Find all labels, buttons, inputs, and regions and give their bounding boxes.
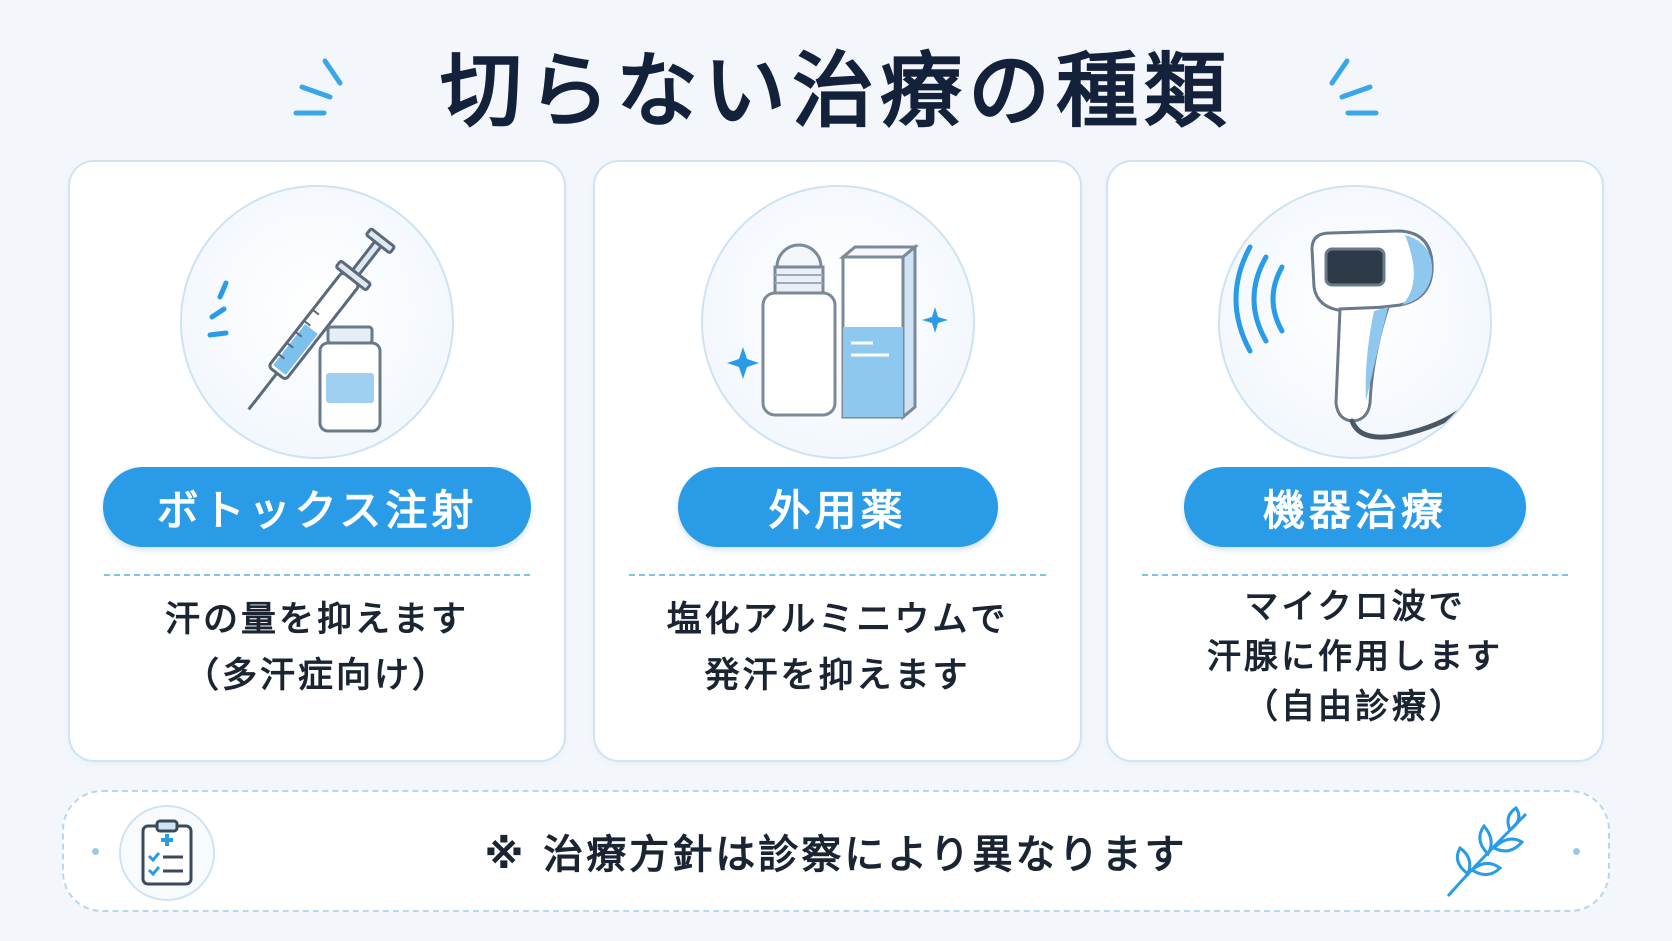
roll-on-bottle-and-box-icon: [726, 243, 948, 421]
clipboard-icon: [141, 819, 193, 886]
dashed-divider: [104, 574, 530, 576]
dashed-divider: [1142, 574, 1568, 576]
clipboard-icon-circle: [119, 805, 215, 901]
syringe-and-vial-icon: [207, 227, 396, 433]
treatment-card-topical: 外用薬 塩化アルミニウムで 発汗を抑えます: [593, 160, 1082, 762]
treatment-card-device: 機器治療 マイクロ波で 汗腺に作用します （自由診療）: [1106, 160, 1604, 762]
treatment-description: 汗の量を抑えます （多汗症向け）: [164, 600, 469, 696]
icon-circle: [180, 185, 454, 459]
treatment-description: マイクロ波で 汗腺に作用します （自由診療）: [1207, 587, 1503, 727]
footer-note-box: ※ 治療方針は診察により異なります: [62, 790, 1610, 912]
decorative-dot: [92, 848, 99, 855]
sparkle-lines-left-icon: [293, 58, 343, 116]
icon-circle: [700, 185, 975, 459]
icon-circle: [1218, 185, 1492, 459]
page-title: 切らない治療の種類: [439, 43, 1232, 139]
decorative-dot: [1573, 848, 1580, 855]
treatment-label-device: 機器治療: [1184, 467, 1526, 547]
title-row: 切らない治療の種類: [0, 28, 1672, 139]
footer-note-text: ※ 治療方針は診察により異なります: [484, 832, 1188, 878]
treatment-description: 塩化アルミニウムで 発汗を抑えます: [666, 600, 1009, 696]
leaf-icon: [1446, 805, 1528, 897]
leaf-icon-wrap: [1438, 802, 1538, 902]
treatment-label-topical: 外用薬: [677, 467, 998, 547]
treatment-label-botox: ボトックス注射: [103, 467, 531, 547]
dashed-divider: [629, 574, 1046, 576]
microwave-device-icon: [1233, 229, 1469, 440]
treatment-card-botox: ボトックス注射 汗の量を抑えます （多汗症向け）: [68, 160, 566, 762]
sparkle-lines-right-icon: [1329, 58, 1379, 116]
